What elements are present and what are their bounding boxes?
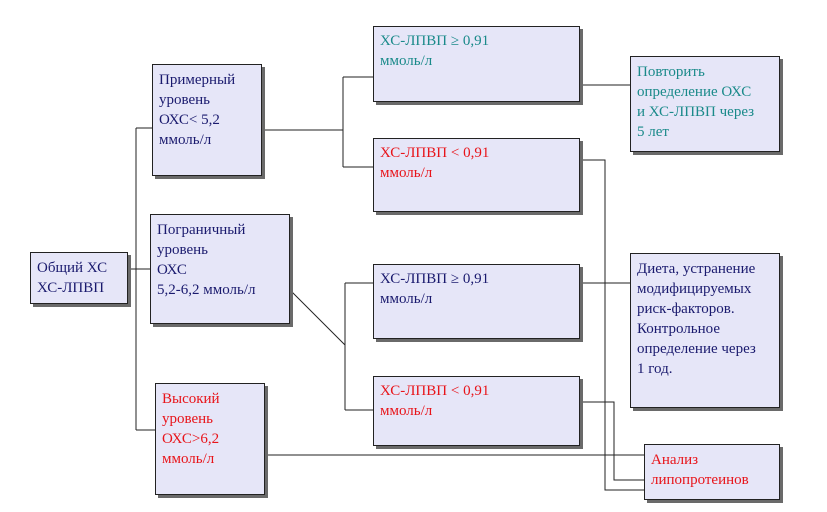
node-hdl-high-2: ХС-ЛПВП ≥ 0,91 ммоль/л — [373, 264, 580, 339]
connector-borderline-diagonal — [289, 289, 346, 346]
node-total-cholesterol: Общий ХС ХС-ЛПВП — [30, 252, 128, 304]
node-hdl-high-1: ХС-ЛПВП ≥ 0,91 ммоль/л — [373, 26, 580, 102]
connector-hdl-low-1-to-lipo — [580, 159, 644, 491]
node-borderline-level: Пограничный уровень ОХС 5,2-6,2 ммоль/л — [150, 214, 290, 324]
node-high-level: Высокий уровень ОХС>6,2 ммоль/л — [155, 383, 265, 495]
node-lipoprotein-analysis: Анализ липопротеинов — [644, 444, 780, 500]
node-hdl-low-1: ХС-ЛПВП < 0,91 ммоль/л — [373, 138, 580, 212]
node-diet-and-control: Диета, устранение модифицируемых риск-фа… — [630, 253, 780, 408]
connector-hdl-low-2-to-lipo — [580, 401, 644, 481]
node-hdl-low-2: ХС-ЛПВП < 0,91 ммоль/л — [373, 376, 580, 446]
node-optimal-level: Примерный уровень ОХС< 5,2 ммоль/л — [152, 64, 262, 176]
node-repeat-in-5-years: Повторить определение ОХС и ХС-ЛПВП чере… — [630, 56, 780, 152]
